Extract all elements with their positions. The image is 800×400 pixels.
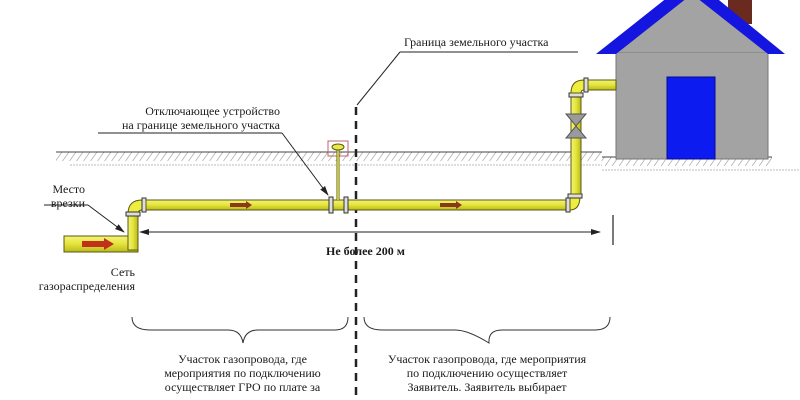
distribution-network-label: Сеть газораспределения [10, 265, 135, 293]
flow-arrow-icon [440, 201, 462, 209]
house-roof [596, 0, 785, 54]
distribution-network-label-line: Сеть [110, 265, 135, 279]
shutoff-device-label: Отключающее устройство на границе земель… [90, 104, 280, 132]
applicant-section-description: Участок газопровода, где мероприятия по … [362, 352, 612, 394]
tap-point-label: Место врезки [20, 182, 85, 210]
flow-arrows [82, 201, 462, 250]
gro-section-description: Участок газопровода, где мероприятия по … [130, 352, 355, 394]
shutoff-device [327, 140, 349, 200]
flow-arrow-icon [230, 201, 252, 209]
gro-section-description-line: Участок газопровода, где [178, 352, 307, 366]
tap-point-leader-diag [87, 204, 125, 233]
tap-point-label-line: врезки [50, 196, 85, 210]
house-inlet-pipe [587, 79, 617, 91]
applicant-section-description-line: Заявитель. Заявитель выбирает [407, 380, 567, 394]
distance-dimension [139, 215, 614, 245]
max-distance-label: Не более 200 м [326, 244, 405, 258]
service-pipe [145, 199, 567, 211]
flow-arrow-icon [82, 238, 114, 250]
gro-section-description-line: осуществляет ГРО по плате за [164, 380, 321, 394]
land-boundary-label: Граница земельного участка [404, 35, 549, 49]
distribution-network-label-line: газораспределения [38, 279, 135, 293]
shutoff-device-label-line: Отключающее устройство [145, 104, 280, 118]
house [596, 0, 785, 160]
shutoff-device-label-line: на границе земельного участка [122, 118, 280, 132]
valve-icon [564, 113, 588, 139]
applicant-section-description-line: по подключению осуществляет [406, 366, 568, 380]
brace-gro-section [131, 316, 349, 344]
brace-applicant-section [363, 316, 611, 344]
valve-handle-icon [331, 143, 345, 151]
shutoff-leader-diag [281, 132, 329, 196]
gro-section-description-line: мероприятия по подключению [164, 366, 321, 380]
land-boundary-leader [356, 51, 401, 106]
house-door [666, 76, 716, 160]
tap-point-label-line: Место [52, 182, 85, 196]
applicant-section-description-line: Участок газопровода, где мероприятия [387, 352, 587, 366]
riser-pipe [570, 94, 582, 195]
house-roof-fill [616, 0, 768, 52]
